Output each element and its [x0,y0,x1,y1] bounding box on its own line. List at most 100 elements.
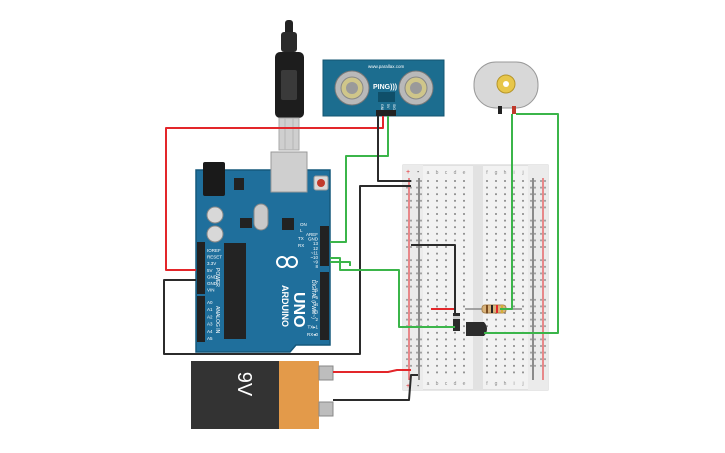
rail-hole [410,226,412,229]
terminal-hole [445,312,447,314]
rail-hole [420,351,422,354]
rail-hole [420,239,422,242]
diode[interactable] [453,313,460,331]
rail-hole [534,351,536,354]
rail-hole [530,351,532,354]
terminal-hole [522,259,524,262]
terminal-hole [486,325,488,328]
terminal-hole [436,186,438,189]
rail-hole [544,298,546,301]
terminal-hole [495,213,497,215]
terminal-hole [454,213,456,215]
rail-hole [544,199,546,202]
rail-hole [420,338,422,341]
terminal-hole [522,351,524,354]
terminal-hole [486,279,488,281]
terminal-hole [436,259,438,262]
terminal-hole [463,338,465,341]
terminal-hole [436,364,438,367]
rail-hole [416,206,418,209]
rail-hole [410,351,412,354]
terminal-hole [513,213,515,215]
column-letter: i [513,170,514,176]
terminal-hole [427,272,429,275]
terminal-hole [463,364,465,367]
terminal-hole [495,318,497,321]
rail-hole [420,226,422,229]
arduino-board[interactable]: ARDUINO UNO DIGITAL (PWM~) POWER ANALOG … [195,151,331,353]
terminal-hole [445,180,447,182]
rail-hole [410,358,412,361]
terminal-hole [504,186,506,189]
rail-hole [406,364,408,367]
pin-label: ~9 [313,260,319,265]
terminal-hole [463,265,465,268]
terminal-hole [522,371,524,374]
terminal-hole [454,186,456,189]
terminal-hole [504,351,506,354]
rail-hole [540,259,542,262]
terminal-hole [486,193,488,196]
wire-arduino-gnd-rail [163,185,411,355]
rail-hole [530,285,532,288]
terminal-hole [513,259,515,262]
terminal-hole [445,259,447,262]
terminal-hole [436,272,438,275]
terminal-hole [445,351,447,354]
terminal-hole [427,298,429,301]
terminal-hole [427,338,429,341]
rail-hole [530,279,532,281]
rail-hole [534,239,536,242]
wire-pin-to-diode [330,257,455,328]
rail-hole [540,279,542,281]
pin-label: A0 [207,300,213,305]
terminal-hole [486,246,488,248]
rail-hole [544,318,546,321]
rail-hole [406,265,408,268]
rail-hole [416,298,418,301]
column-letter: i [513,381,514,387]
terminal-hole [427,259,429,262]
rail-hole [410,193,412,196]
pin-label: 5V [207,268,213,273]
terminal-hole [522,232,524,235]
rail-hole [530,199,532,202]
terminal-hole [504,246,506,248]
pin-label: ~6 [313,287,319,292]
rail-hole [530,259,532,262]
terminal-hole [513,226,515,229]
terminal-hole [504,358,506,361]
dc-motor[interactable] [473,61,539,114]
terminal-hole [504,298,506,301]
rail-hole [540,345,542,347]
terminal-hole [495,186,497,189]
rail-hole [540,298,542,301]
terminal-hole [436,180,438,182]
terminal-hole [436,292,438,295]
terminal-hole [445,279,447,281]
column-letter: g [495,381,498,387]
terminal-hole [436,252,438,255]
arduino-brand: ARDUINO [280,285,290,327]
rail-hole [420,298,422,301]
terminal-hole [463,186,465,189]
terminal-hole [522,226,524,229]
terminal-hole [454,331,456,334]
terminal-hole [436,371,438,374]
terminal-hole [436,246,438,248]
rail-hole [530,358,532,361]
terminal-hole [427,193,429,196]
terminal-hole [513,312,515,314]
terminal-hole [522,338,524,341]
terminal-hole [463,318,465,321]
terminal-hole [495,358,497,361]
pin-label: ~10 [310,255,318,260]
battery-9v[interactable]: 9V [191,361,334,429]
terminal-hole [454,358,456,361]
transistor[interactable] [466,322,487,336]
rail-hole [534,219,536,222]
arduino-model: UNO [290,292,307,328]
terminal-hole [445,213,447,215]
